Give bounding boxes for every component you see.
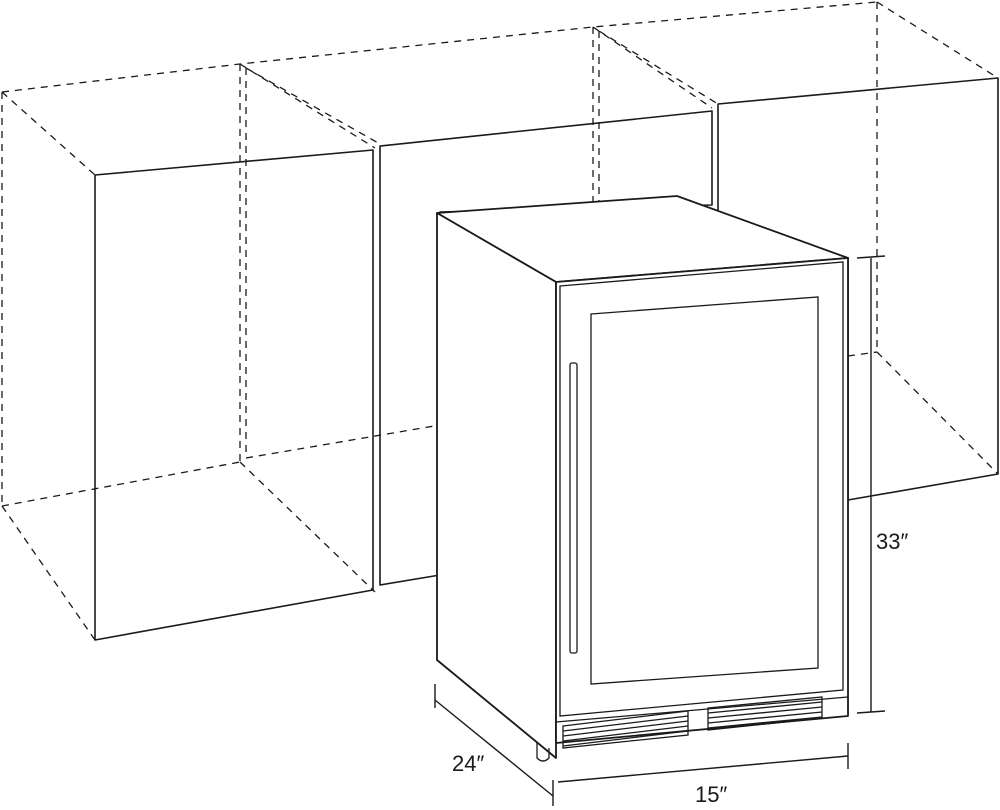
door-glass bbox=[590, 296, 819, 685]
depth-label: 24″ bbox=[452, 751, 484, 776]
cooler-front bbox=[555, 257, 849, 744]
cabinet-hidden-edges bbox=[1, 1, 999, 641]
bottom-vents bbox=[562, 696, 823, 749]
leveling-foot bbox=[536, 742, 550, 762]
door-frame bbox=[559, 261, 844, 717]
height-dimension bbox=[856, 255, 886, 714]
door-handle bbox=[569, 362, 578, 654]
width-dimension bbox=[557, 743, 849, 783]
depth-dimension bbox=[434, 684, 554, 806]
height-label: 33″ bbox=[876, 529, 908, 554]
beverage-cooler bbox=[436, 195, 849, 762]
cooler-side bbox=[436, 212, 557, 759]
width-label: 15″ bbox=[695, 782, 727, 807]
left-cabinet-front bbox=[94, 149, 374, 641]
